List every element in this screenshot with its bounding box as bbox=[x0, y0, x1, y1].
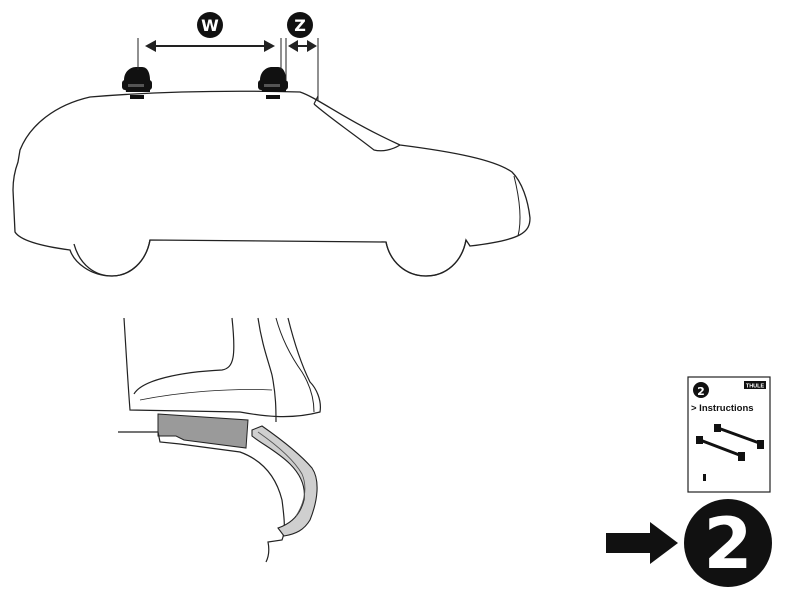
w-badge bbox=[197, 12, 223, 38]
windshield-edge bbox=[313, 95, 319, 105]
next-step: 2 bbox=[606, 499, 772, 587]
instruction-booklet: 2 THULE > Instructions bbox=[687, 376, 771, 493]
foot-side-line bbox=[257, 317, 277, 423]
w-arrowhead-right bbox=[264, 40, 275, 52]
front-wheel bbox=[385, 239, 467, 277]
booklet-small-foot-icon bbox=[703, 474, 706, 481]
w-label: W bbox=[201, 16, 219, 35]
w-arrowhead-left bbox=[145, 40, 156, 52]
booklet-heading: > Instructions bbox=[691, 403, 754, 414]
roof-edge bbox=[118, 431, 285, 563]
z-label: Z bbox=[294, 16, 306, 35]
roof-rack-foot-front bbox=[258, 67, 288, 99]
foot-inner-curve bbox=[133, 317, 235, 395]
next-step-number: 2 bbox=[704, 503, 753, 585]
rubber-pad bbox=[157, 413, 249, 449]
roof-rack-foot-rear bbox=[122, 67, 152, 99]
rear-wheel bbox=[73, 239, 151, 277]
booklet-step-badge bbox=[693, 382, 709, 398]
car-body-outline bbox=[12, 90, 531, 277]
z-badge bbox=[287, 12, 313, 38]
next-step-badge bbox=[684, 499, 772, 587]
booklet-brand: THULE bbox=[746, 384, 765, 390]
z-arrowhead-left bbox=[288, 40, 298, 52]
foot-panel-line bbox=[139, 389, 273, 401]
foot-closeup-detail bbox=[118, 317, 321, 563]
roof-bars-icon bbox=[696, 424, 764, 461]
z-arrowhead-right bbox=[307, 40, 317, 52]
front-bumper-line bbox=[513, 175, 521, 237]
right-arrow-icon bbox=[606, 522, 678, 564]
car-side-view bbox=[12, 90, 531, 277]
dimension-z: Z bbox=[285, 12, 319, 100]
foot-side-line-2 bbox=[275, 317, 315, 413]
booklet-brand-tag bbox=[744, 381, 766, 389]
door-seal-inner bbox=[257, 431, 306, 517]
windshield-line bbox=[313, 103, 401, 152]
booklet-step-number: 2 bbox=[697, 385, 705, 398]
dimension-w: W bbox=[137, 12, 282, 70]
foot-housing bbox=[123, 317, 321, 418]
